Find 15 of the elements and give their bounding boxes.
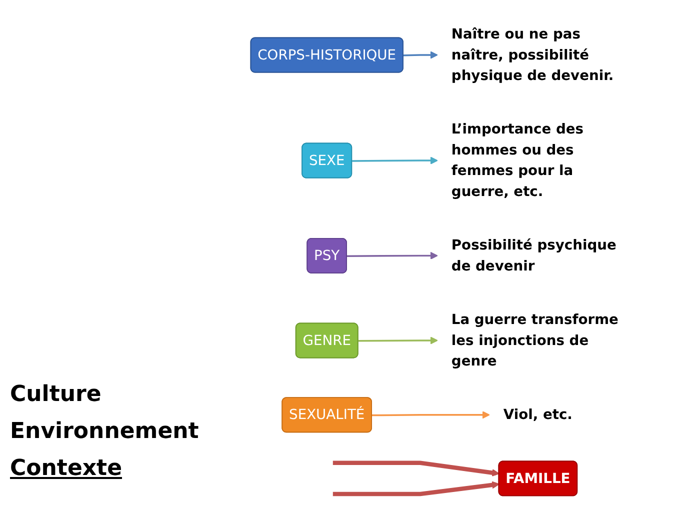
node-text: Possibilité psychique de devenir <box>451 236 616 274</box>
arrow <box>372 411 490 419</box>
arrow <box>358 336 438 344</box>
arrow <box>352 156 438 164</box>
node-text: La guerre transforme les injonctions de genre <box>451 311 618 370</box>
arrow <box>403 51 438 59</box>
arrow <box>332 481 500 496</box>
text-label: Environnement <box>10 419 199 444</box>
text-label: Contexte <box>10 456 122 481</box>
node-text: L’importance des hommes ou des femmes pour la guerre, etc. <box>451 120 584 200</box>
node-text: Viol, etc. <box>503 406 572 423</box>
arrow <box>332 460 500 477</box>
arrow <box>346 252 438 260</box>
text-label: Culture <box>10 382 102 407</box>
node-text: Naître ou ne pas naître, possibilité physique de devenir. <box>451 26 614 84</box>
